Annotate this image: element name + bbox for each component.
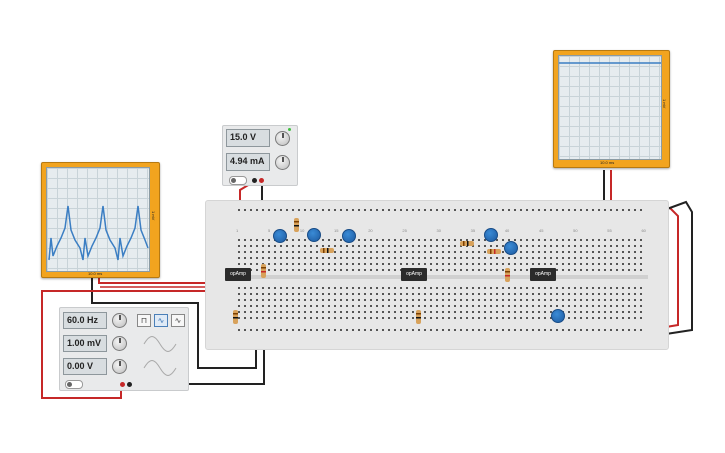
current-readout: 4.94 mA — [226, 153, 270, 171]
power-supply[interactable]: 15.0 V 4.94 mA — [222, 125, 298, 186]
waveform-preview-icons — [143, 336, 177, 376]
signal-terminal[interactable] — [120, 382, 125, 387]
scope-volts-label: 1 mV — [662, 99, 667, 109]
breadboard[interactable]: 1 5 10 15 20 25 30 35 40 45 50 55 60 — [205, 200, 669, 350]
opamp-chip-3[interactable]: opAmp — [530, 268, 556, 281]
ground-terminal[interactable] — [127, 382, 132, 387]
scope-screen — [558, 55, 662, 160]
column-numbers-top: 1 5 10 15 20 25 30 35 40 45 50 55 60 — [236, 228, 646, 233]
resistor[interactable] — [460, 241, 474, 246]
power-indicator — [288, 128, 291, 131]
wire-black[interactable] — [91, 278, 257, 369]
scope-trace — [559, 62, 661, 64]
breadboard-holes — [230, 209, 648, 341]
resistor[interactable] — [320, 248, 334, 253]
offset-knob[interactable] — [112, 359, 127, 374]
voltage-knob[interactable] — [275, 131, 290, 146]
sine-wave-button[interactable]: ∿ — [171, 314, 185, 327]
scope-volts-label: 1 mV — [151, 211, 156, 221]
oscilloscope-right[interactable]: 1 mV 10.0 ms — [553, 50, 670, 168]
capacitor[interactable] — [307, 228, 321, 242]
resistor[interactable] — [261, 264, 266, 278]
amplitude-knob[interactable] — [112, 336, 127, 351]
capacitor[interactable] — [484, 228, 498, 242]
scope-trace — [48, 205, 149, 261]
capacitor[interactable] — [342, 229, 356, 243]
scope-time-label: 10.0 ms — [600, 160, 615, 165]
opamp-chip-2[interactable]: opAmp — [401, 268, 427, 281]
triangle-wave-button[interactable]: ∿ — [154, 314, 168, 327]
current-knob[interactable] — [275, 155, 290, 170]
function-generator[interactable]: 60.0 Hz 1.00 mV 0.00 V ⊓ ∿ ∿ — [59, 307, 189, 391]
wire-red[interactable] — [41, 290, 227, 399]
resistor[interactable] — [487, 249, 501, 254]
opamp-chip-1[interactable]: opAmp — [225, 268, 251, 281]
resistor[interactable] — [294, 218, 299, 232]
scope-screen — [46, 167, 150, 272]
voltage-readout: 15.0 V — [226, 129, 270, 147]
power-switch[interactable] — [229, 176, 247, 185]
wire-black[interactable] — [636, 200, 693, 339]
frequency-readout: 60.0 Hz — [63, 312, 107, 329]
amplitude-readout: 1.00 mV — [63, 335, 107, 352]
negative-terminal[interactable] — [252, 178, 257, 183]
resistor[interactable] — [416, 310, 421, 324]
resistor[interactable] — [505, 268, 510, 282]
frequency-knob[interactable] — [112, 313, 127, 328]
capacitor[interactable] — [551, 309, 565, 323]
generator-power-switch[interactable] — [65, 380, 83, 389]
resistor[interactable] — [233, 310, 238, 324]
scope-time-label: 10.0 ms — [88, 271, 103, 276]
capacitor[interactable] — [504, 241, 518, 255]
capacitor[interactable] — [273, 229, 287, 243]
positive-terminal[interactable] — [259, 178, 264, 183]
square-wave-button[interactable]: ⊓ — [137, 314, 151, 327]
oscilloscope-left[interactable]: 1 mV 10.0 ms — [41, 162, 160, 278]
offset-readout: 0.00 V — [63, 358, 107, 375]
